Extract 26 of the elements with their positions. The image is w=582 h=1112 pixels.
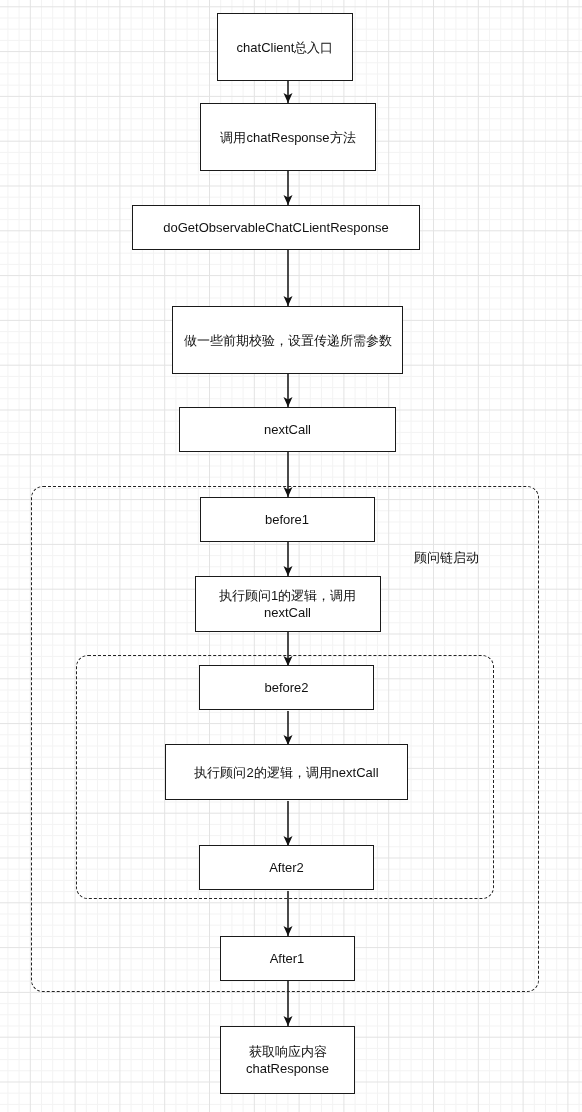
arrow xyxy=(283,249,293,307)
group-frame xyxy=(75,654,494,899)
process-box: 调用chatResponse方法 xyxy=(200,103,376,171)
process-box: before1 xyxy=(199,496,375,542)
arrow xyxy=(283,170,293,206)
process-box: 执行顾问2的逻辑，调用nextCall xyxy=(165,744,408,800)
process-box: doGetObservableChatCLientResponse xyxy=(132,205,420,250)
arrow xyxy=(283,373,293,408)
process-box: After1 xyxy=(219,935,355,981)
process-box: 获取响应内容chatResponse xyxy=(220,1026,355,1094)
arrow xyxy=(283,541,293,577)
arrow xyxy=(283,451,293,498)
process-box: After2 xyxy=(199,845,374,890)
group-frame xyxy=(31,486,539,992)
arrow xyxy=(283,631,293,667)
arrow xyxy=(283,710,293,746)
arrow xyxy=(283,80,293,104)
process-box: before2 xyxy=(199,665,374,710)
process-box: 执行顾问1的逻辑，调用nextCall xyxy=(194,575,381,632)
arrow xyxy=(283,800,293,847)
process-box: nextCall xyxy=(179,407,396,452)
process-box: chatClient总入口 xyxy=(217,13,353,81)
group-label: 顾问链启动 xyxy=(413,549,479,566)
arrow xyxy=(283,980,293,1027)
process-box: 做一些前期校验，设置传递所需参数 xyxy=(172,306,403,374)
arrow xyxy=(283,890,293,937)
